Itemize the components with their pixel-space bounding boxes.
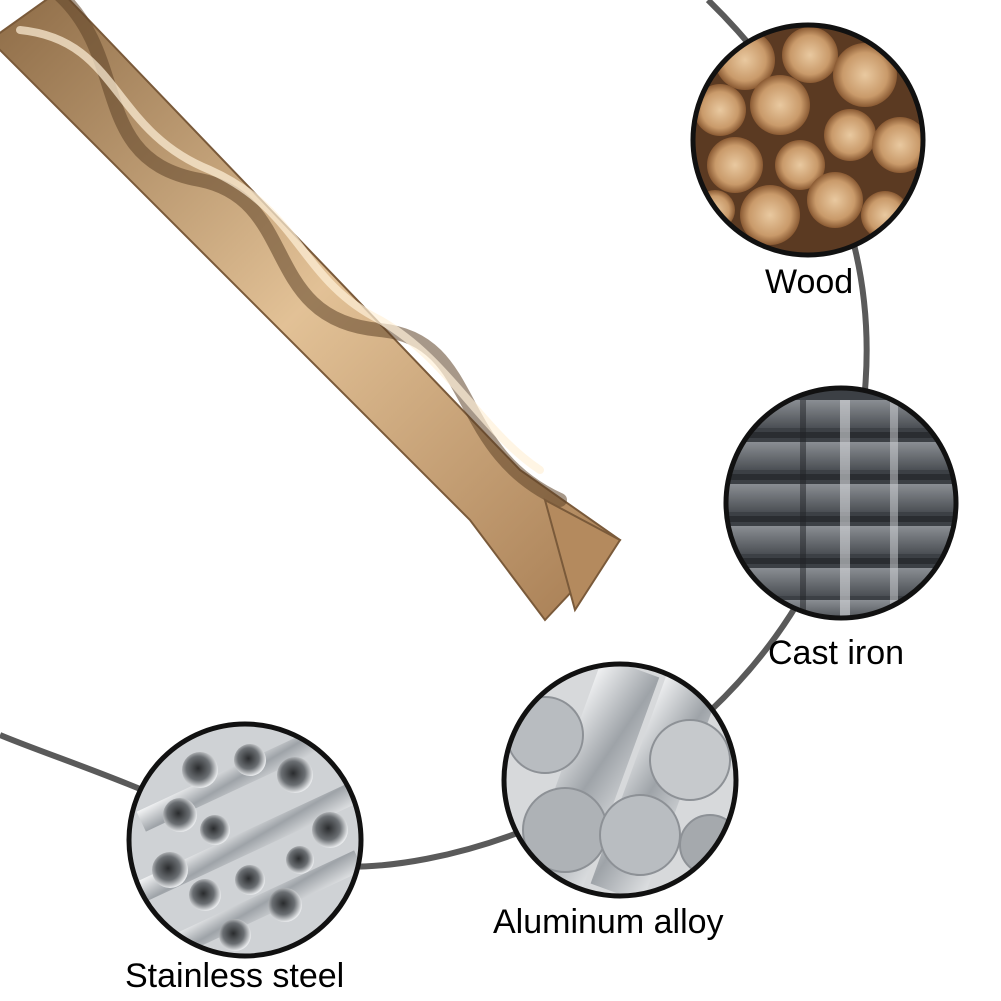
aluminum-alloy-photo [501,661,739,899]
stainless-steel-photo [126,721,364,959]
cast-iron-photo [723,385,959,621]
aluminum-alloy-label: Aluminum alloy [493,903,724,941]
stainless-steel-label: Stainless steel [125,957,345,995]
wood-photo [690,22,926,258]
drill-bit-image [0,0,622,622]
cast-iron-label: Cast iron [768,634,905,672]
wood-label: Wood [765,263,854,301]
